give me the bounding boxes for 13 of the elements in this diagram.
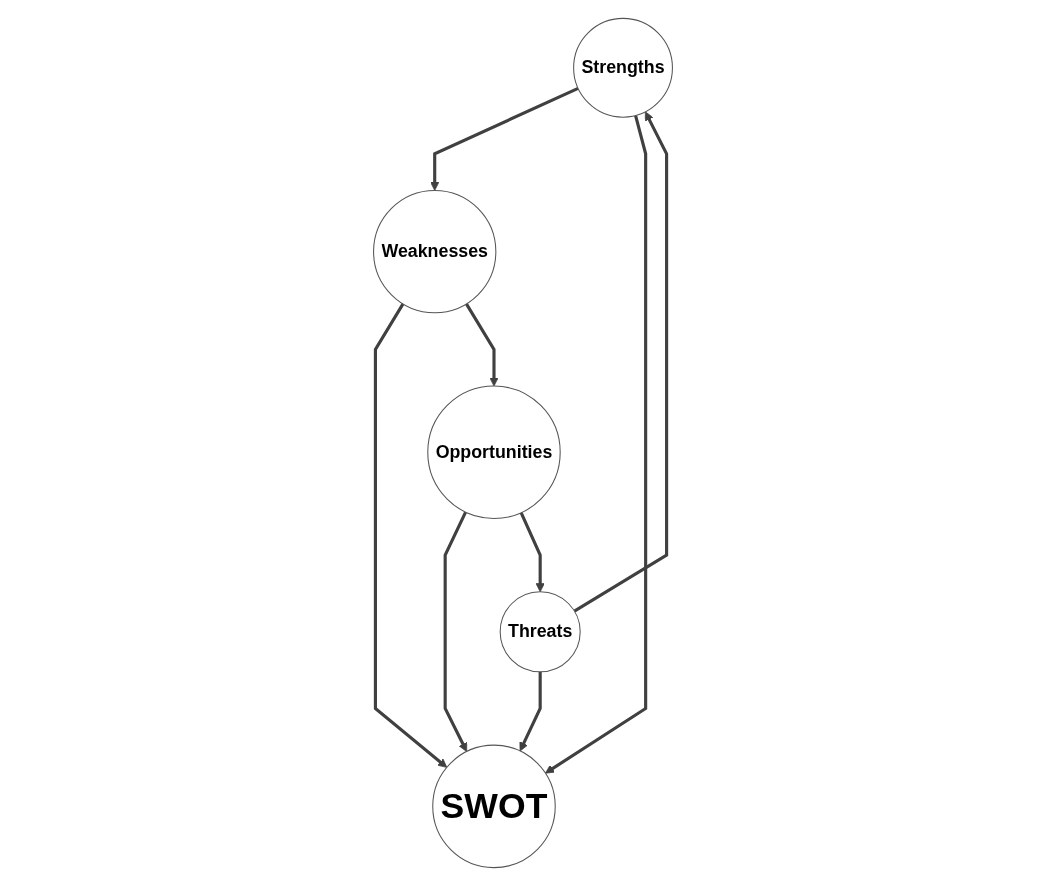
- node-circle: SWOT: [432, 744, 556, 869]
- arrow: [373, 303, 448, 768]
- node-circle: Threats: [499, 591, 581, 673]
- arrow: [430, 86, 579, 191]
- arrow: [573, 111, 669, 613]
- arrow: [465, 303, 499, 387]
- node-circle: Strengths: [573, 17, 673, 118]
- arrow: [443, 511, 468, 752]
- arrow: [519, 671, 542, 752]
- node-circle: Weaknesses: [373, 189, 497, 314]
- node-circle: Opportunities: [427, 385, 561, 519]
- arrow: [519, 512, 545, 593]
- arrow: [545, 115, 648, 774]
